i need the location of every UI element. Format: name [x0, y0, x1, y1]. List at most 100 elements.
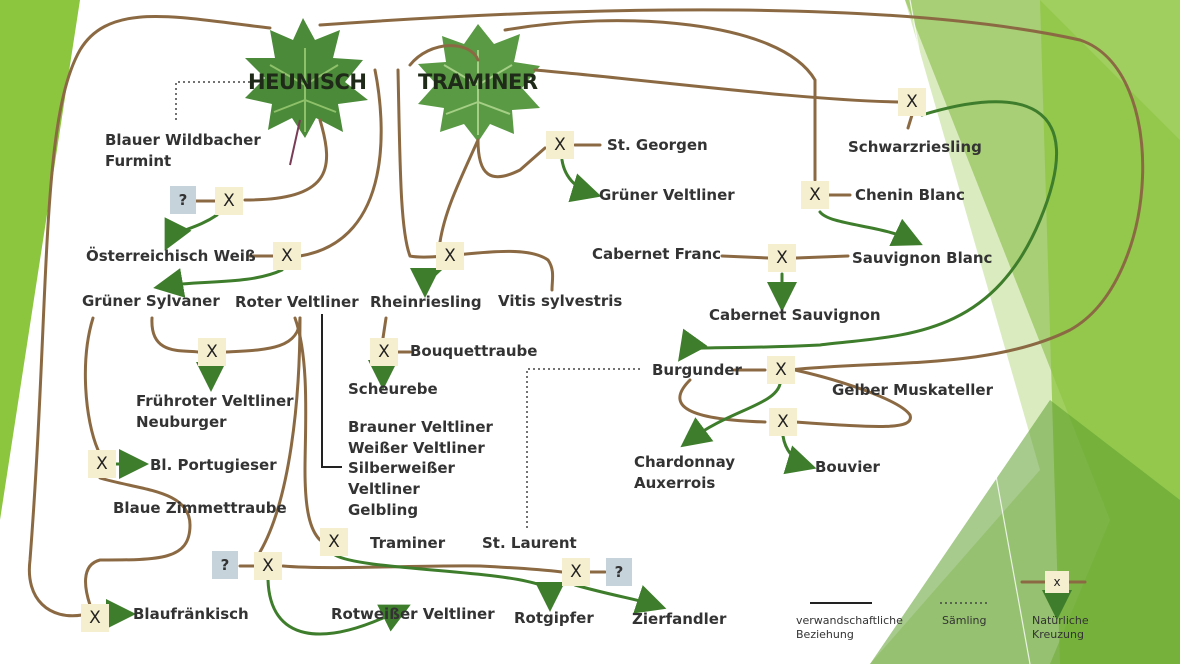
label-burgunder: Burgunder — [652, 361, 742, 379]
label-blauer-wildbacher: Blauer Wildbacher — [105, 131, 261, 149]
label-blaufraenkisch: Blaufränkisch — [133, 605, 249, 623]
legend-cross-symbol: x — [1045, 571, 1069, 593]
arrow-x-sauvignonblanc — [818, 210, 923, 246]
label-cabernet-sauvignon: Cabernet Sauvignon — [709, 306, 881, 324]
grape-leaf-icon — [245, 18, 368, 166]
label-cabernet-franc: Cabernet Franc — [592, 245, 722, 263]
line-heunisch-blaufraenkisch — [27, 14, 272, 618]
line-x-muskateller — [793, 368, 912, 428]
label-st-laurent: St. Laurent — [482, 534, 577, 552]
label-silberweisser: Silberweißer — [348, 459, 455, 477]
label-gruener-sylvaner: Grüner Sylvaner — [82, 292, 220, 310]
arrow-x3-rheinriesling — [410, 266, 444, 298]
arrow-x2-sylvaner — [153, 268, 284, 298]
label-chardonnay: Chardonnay — [634, 453, 736, 471]
label-sauvignon-blanc: Sauvignon Blanc — [852, 249, 993, 267]
cross-marker: X — [81, 604, 109, 632]
label-roter-veltliner: Roter Veltliner — [235, 293, 359, 311]
cross-marker: X — [898, 88, 926, 116]
label-traminer: Traminer — [370, 534, 446, 552]
label-oesterreichisch-weiss: Österreichisch Weiß — [86, 247, 256, 265]
unknown-marker: ? — [212, 551, 238, 579]
arrow-x-chardonnay — [680, 382, 782, 448]
line-traminer-schwarzriesling — [533, 68, 900, 104]
label-st-georgen: St. Georgen — [607, 136, 708, 154]
cross-marker: X — [562, 558, 590, 586]
line-heunisch-x2 — [298, 68, 383, 258]
arrow-x-zierfandler — [573, 583, 667, 614]
grape-leaf-icon — [418, 24, 540, 142]
line-roter-relation — [321, 314, 342, 468]
arrow-x4-gruenerveltliner — [560, 158, 602, 203]
line-traminer-x-chenin — [503, 19, 817, 182]
bg-left-triangle — [0, 0, 80, 520]
label-brauner-veltliner: Brauner Veltliner — [348, 418, 493, 436]
cross-marker: X — [254, 552, 282, 580]
line-cabernet-cross — [720, 254, 850, 260]
parent-traminer: TRAMINER — [418, 70, 538, 94]
label-zierfandler: Zierfandler — [632, 610, 727, 628]
line-traminer-link — [408, 44, 480, 67]
cross-marker: X — [273, 242, 301, 270]
legend-relation: verwandschaftliche Beziehung — [796, 614, 903, 641]
unknown-marker: ? — [606, 558, 632, 586]
label-furmint: Furmint — [105, 152, 172, 170]
line-x-row — [238, 564, 607, 574]
label-blaue-zimmettraube: Blaue Zimmettraube — [113, 499, 287, 517]
line-traminer-x4 — [476, 138, 547, 179]
cross-marker: X — [370, 338, 398, 366]
line-vitis-x3 — [396, 68, 555, 292]
arrow-schwarzriesling-burgunder — [677, 100, 1059, 362]
arrow-x-rotweisser — [266, 578, 411, 636]
label-bouvier: Bouvier — [815, 458, 880, 476]
cross-marker: X — [767, 356, 795, 384]
arrow-x-bouvier — [781, 434, 817, 475]
label-auxerrois: Auxerrois — [634, 474, 716, 492]
unknown-marker: ? — [170, 186, 196, 214]
label-fruehroter-veltliner: Frühroter Veltliner — [136, 392, 294, 410]
label-gruener-veltliner: Grüner Veltliner — [599, 186, 735, 204]
cross-marker: X — [436, 242, 464, 270]
line-traminer-x3 — [438, 138, 480, 244]
cross-marker: X — [801, 181, 829, 209]
label-scheurebe: Scheurebe — [348, 380, 438, 398]
legend-natural-cross: Natürliche Kreuzung — [1032, 614, 1089, 641]
label-bouquettraube: Bouquettraube — [410, 342, 538, 360]
label-bl-portugieser: Bl. Portugieser — [150, 456, 277, 474]
line-rheinriesling-bouquet — [381, 316, 412, 354]
bg-diagonal-line — [909, 0, 1031, 664]
line-roter-traminer — [293, 316, 322, 542]
line-x-schwarzriesling — [906, 113, 914, 130]
line-zimmettraube-blaufraenkisch — [84, 476, 192, 607]
label-vitis-sylvestris: Vitis sylvestris — [498, 292, 623, 310]
label-gelber-muskateller: Gelber Muskateller — [832, 381, 993, 399]
label-schwarzriesling: Schwarzriesling — [848, 138, 982, 156]
line-heunisch-x1 — [243, 118, 328, 202]
arrow-x1-oew — [164, 213, 219, 251]
cross-marker: X — [88, 450, 116, 478]
label-rotgipfer: Rotgipfer — [514, 609, 594, 627]
cross-marker: X — [198, 338, 226, 366]
cross-marker: X — [320, 528, 348, 556]
cross-marker: X — [546, 131, 574, 159]
label-rheinriesling: Rheinriesling — [370, 293, 482, 311]
line-heunisch-burgunder — [318, 8, 1145, 372]
line-roter-x-lower — [258, 316, 302, 554]
cross-marker: X — [215, 187, 243, 215]
seedling-burgunder-stlaurent — [526, 368, 640, 530]
seedling-heunisch-wildbacher — [175, 81, 250, 122]
label-weisser-veltliner: Weißer Veltliner — [348, 439, 485, 457]
line-burgunder-x2 — [678, 378, 767, 424]
line-sylvaner-x-portugieser — [83, 316, 100, 452]
arrow-x-rotgipfer — [333, 553, 565, 612]
cross-marker: X — [769, 408, 797, 436]
parent-heunisch: HEUNISCH — [248, 70, 367, 94]
cross-marker: X — [768, 244, 796, 272]
label-veltliner: Veltliner — [348, 480, 420, 498]
legend-seedling: Sämling — [942, 614, 987, 627]
label-neuburger: Neuburger — [136, 413, 227, 431]
